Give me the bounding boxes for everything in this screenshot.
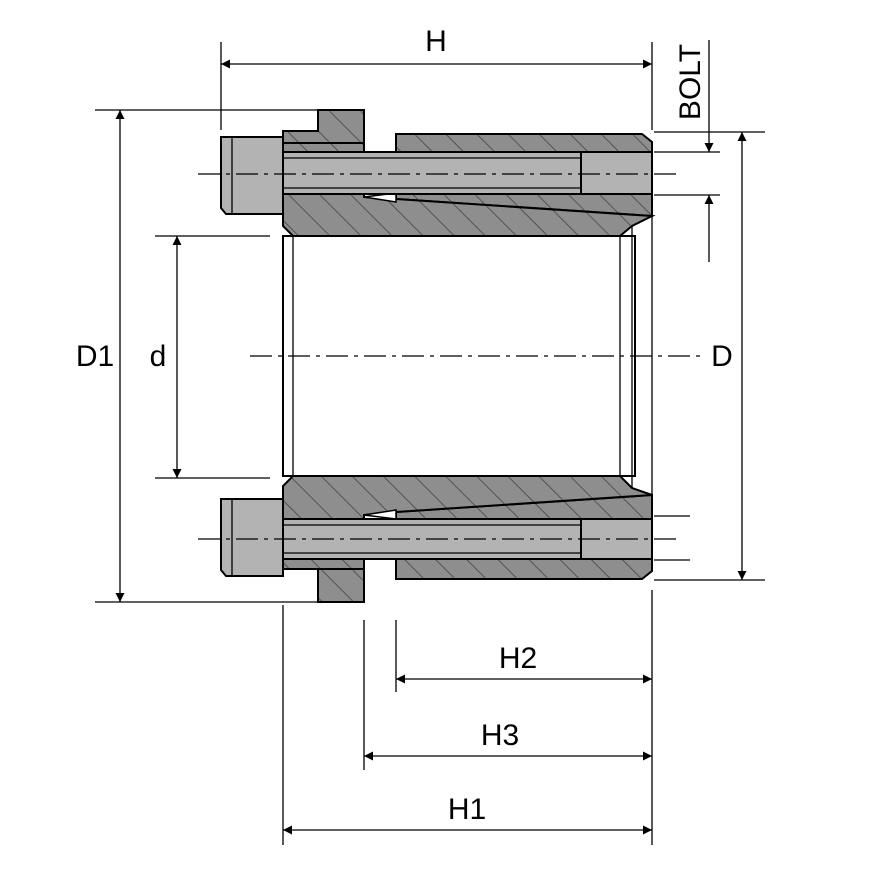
center-lines — [198, 173, 705, 540]
label-d: d — [150, 340, 167, 373]
label-H1: H1 — [448, 793, 486, 826]
label-H: H — [425, 25, 447, 58]
dimension-lines — [115, 40, 747, 835]
flange-bottom — [283, 568, 365, 603]
flange-top — [282, 109, 365, 144]
dimension-labels: H D1 d D BOLT H2 H3 H1 — [76, 25, 733, 826]
bolt-top — [220, 136, 653, 215]
label-H3: H3 — [481, 719, 519, 752]
extension-lines — [95, 42, 765, 845]
label-H2: H2 — [499, 642, 537, 675]
label-D: D — [711, 340, 733, 373]
label-D1: D1 — [76, 340, 114, 373]
label-bolt: BOLT — [674, 44, 707, 120]
